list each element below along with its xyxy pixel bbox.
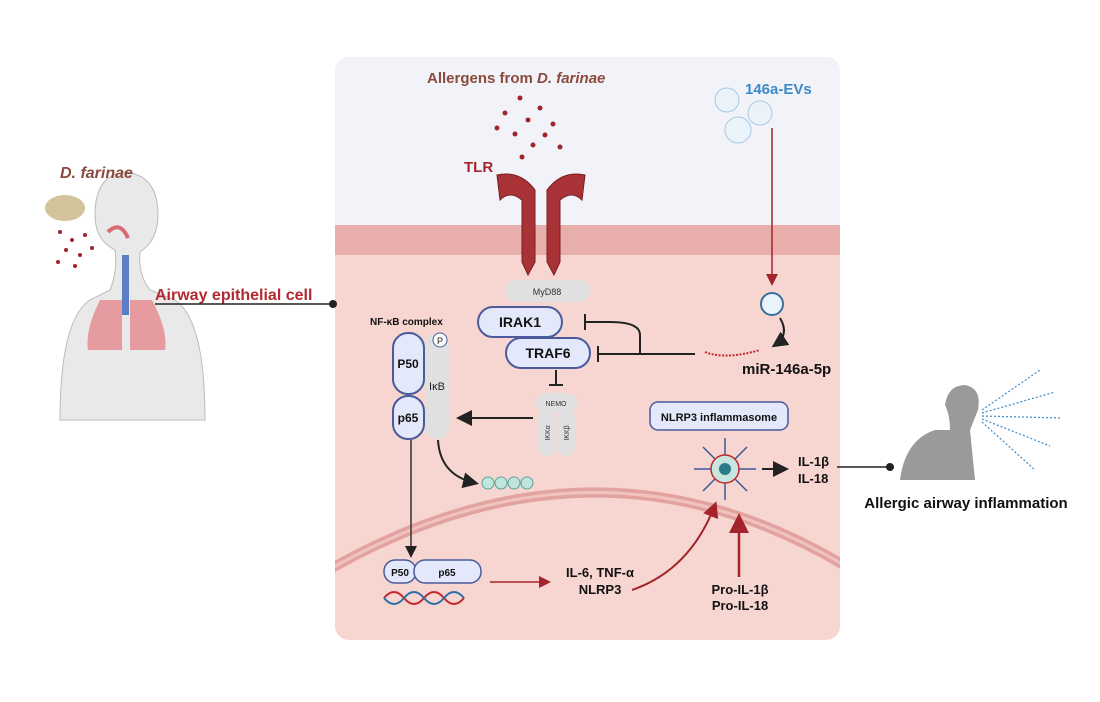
- mirna-label: miR-146a-5p: [742, 361, 831, 378]
- nuclear-p65-label: p65: [438, 568, 456, 579]
- nlrp3-inflammasome-box: [649, 401, 789, 431]
- irak1: [477, 306, 563, 338]
- coughing-person-illustration: [900, 369, 1061, 480]
- evs-label: 146a-EVs: [745, 81, 812, 98]
- ikkb-label: IKKβ: [564, 425, 571, 440]
- nemo-label: NEMO: [546, 401, 568, 408]
- pro-il18-label: Pro-IL-18: [712, 598, 768, 613]
- ikka-label: IKKα: [545, 425, 552, 440]
- nlrp3-to-inflammasome-arrow: [631, 501, 719, 591]
- dna-icon: [383, 591, 465, 605]
- mirna-strand-icon: [704, 349, 761, 357]
- inhibit-irak1: [585, 321, 695, 355]
- nuclear-p65: [413, 559, 482, 584]
- pro-il1b-label: Pro-IL-1β: [711, 582, 768, 597]
- nuclear-p50-label: P50: [391, 568, 409, 579]
- p65-label: p65: [398, 411, 419, 425]
- inflammasome-icon: [694, 438, 756, 500]
- genes-line2: NLRP3: [579, 582, 622, 597]
- extracellular-vesicles-icon: [714, 87, 773, 144]
- nlrp3-inflammasome-label: NLRP3 inflammasome: [661, 412, 777, 424]
- degraded-ikb-icon: [481, 476, 534, 490]
- il18-label: IL-18: [798, 471, 828, 486]
- traf6-label: TRAF6: [525, 345, 570, 361]
- phosphate-label: P: [437, 336, 443, 346]
- internalized-ev-icon: [760, 292, 784, 316]
- genes-line1: IL-6, TNF-α: [566, 565, 634, 580]
- allergens-label: Allergens from D. farinae: [427, 70, 605, 87]
- myd88-label: MyD88: [533, 287, 562, 297]
- il1b-label: IL-1β: [798, 454, 829, 469]
- traf6: [505, 337, 591, 369]
- ikb-label: IκB: [429, 381, 445, 393]
- ikk-complex: [535, 393, 577, 456]
- p50: [392, 332, 425, 395]
- airway-epithelial-cell-label: Airway epithelial cell: [155, 287, 312, 304]
- human-lungs-illustration: [45, 171, 206, 421]
- phosphate-icon: [432, 332, 448, 348]
- p65: [392, 395, 425, 440]
- allergen-particles: [494, 95, 563, 160]
- nfkb-complex-label: NF-κB complex: [370, 317, 443, 328]
- p50-label: P50: [397, 357, 419, 371]
- allergic-inflammation-label: Allergic airway inflammation: [864, 495, 1067, 512]
- irak1-label: IRAK1: [499, 314, 541, 330]
- tlr-label: TLR: [464, 159, 493, 176]
- ikb: [425, 333, 449, 439]
- d-farinae-label: D. farinae: [60, 165, 133, 182]
- myd88: [505, 280, 590, 302]
- tlr-receptor-icon: [496, 173, 586, 277]
- ikb-degradation-arrow: [437, 439, 479, 489]
